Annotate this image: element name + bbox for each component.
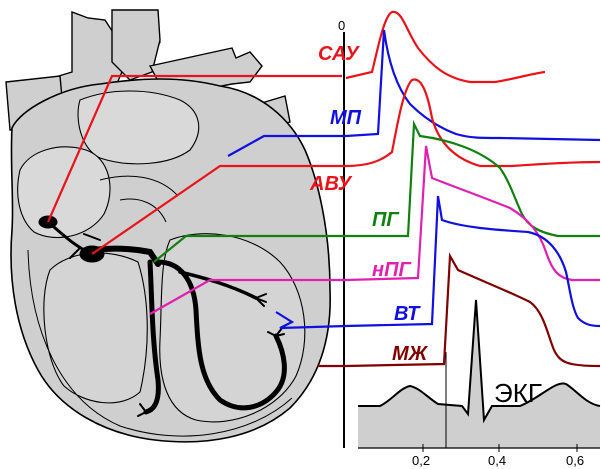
mp-label: МП (330, 107, 362, 129)
left-bundle-branch (155, 259, 287, 411)
right-ventricle-wall (43, 252, 148, 404)
npg-action-potential (345, 145, 600, 282)
trace-npg: нПГ (149, 145, 600, 315)
valve-contour (99, 175, 179, 223)
ekg-label: ЭКГ (494, 378, 542, 408)
sau-action-potential (345, 10, 546, 84)
left-anterior-fascicle (178, 270, 258, 300)
ekg-fill (358, 300, 600, 448)
pg-label: ПГ (372, 209, 400, 231)
x-tick-label-2: 0,4 (488, 453, 506, 468)
time-axis: 0 (338, 18, 345, 448)
mp-leader-line (227, 134, 346, 157)
x-tick-labels: 0,2 0,4 0,6 (412, 444, 584, 468)
x-tick-label-3: 0,6 (566, 453, 584, 468)
heart (5, 9, 331, 443)
avu-action-potential (345, 78, 601, 168)
sau-label: САУ (318, 43, 360, 65)
right-atrium-wall (17, 146, 111, 239)
x-tick-label-1: 0,2 (412, 453, 430, 468)
zero-label: 0 (338, 18, 345, 33)
sau-leader-line (46, 74, 342, 223)
vt-action-potential (345, 195, 601, 328)
mzh-label: МЖ (392, 343, 429, 365)
vt-leader-line (275, 311, 347, 330)
outer-ventricle-contour (27, 249, 293, 437)
avu-label: АВУ (309, 173, 353, 195)
pulmonary-trunk (111, 9, 161, 81)
npg-leader-line (149, 278, 346, 315)
left-atrium-wall (77, 90, 200, 165)
trace-mzh: МЖ (318, 252, 601, 368)
vt-label: ВТ (394, 303, 421, 325)
mzh-action-potential (345, 252, 601, 368)
trace-avu: АВУ (91, 78, 601, 255)
mp-action-potential (345, 29, 601, 142)
avu-leader-line (91, 164, 346, 255)
trace-vt: ВТ (275, 195, 601, 330)
npg-label: нПГ (372, 259, 412, 281)
pg-leader-line (153, 234, 346, 263)
trace-sau: САУ (46, 10, 546, 223)
trace-mp: МП (227, 29, 601, 157)
ekg-panel: ЭКГ (358, 299, 601, 449)
ekg-trace (358, 299, 601, 424)
right-bundle-branch (143, 259, 161, 415)
internodal-path (46, 220, 90, 254)
purkinje-fibers (69, 233, 285, 417)
